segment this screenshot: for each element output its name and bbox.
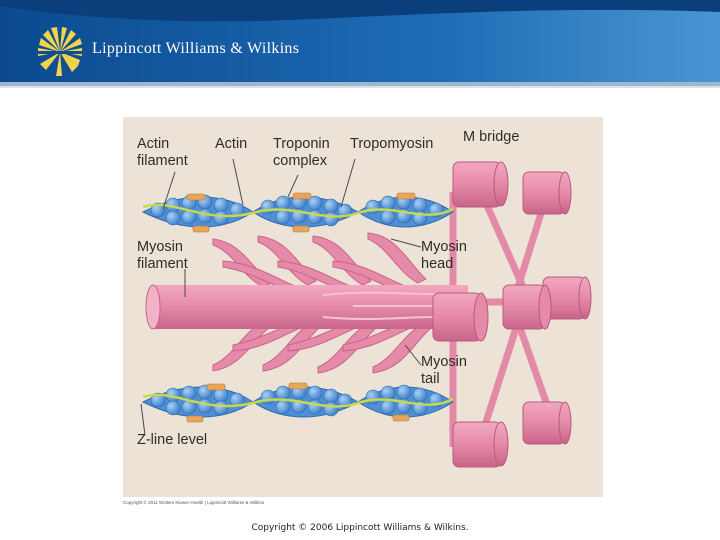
header-banner: Lippincott Williams & Wilkins bbox=[0, 0, 720, 90]
label-leader-lines bbox=[140, 158, 422, 436]
footer-copyright: Copyright © 2006 Lippincott Williams & W… bbox=[251, 523, 469, 533]
label-actin: Actin bbox=[215, 136, 248, 152]
label-z-line-level: Z-line level bbox=[137, 432, 208, 448]
actin-filament-lower bbox=[141, 382, 454, 423]
label-myosin-head: Myosin head bbox=[421, 239, 467, 272]
header-band-shape bbox=[0, 0, 720, 88]
label-troponin-complex: Troponin complex bbox=[273, 136, 330, 169]
sarcomere-diagram: Actin filament Actin Troponin complex Tr… bbox=[123, 117, 603, 497]
myosin-heads-upper bbox=[212, 232, 427, 293]
sunburst-logo-icon bbox=[36, 27, 84, 76]
label-actin-filament: Actin filament bbox=[137, 136, 188, 169]
sarcomere-illustration bbox=[140, 158, 592, 468]
image-copyright: Copyright © 2011 Wolters Kluwer Health |… bbox=[123, 500, 265, 505]
label-myosin-filament: Myosin filament bbox=[137, 239, 188, 272]
label-myosin-tail: Myosin tail bbox=[421, 354, 467, 387]
actin-filament-upper bbox=[141, 192, 454, 233]
publisher-name: Lippincott Williams & Wilkins bbox=[92, 40, 300, 57]
label-m-bridge: M bridge bbox=[463, 129, 520, 145]
m-bridge-drums bbox=[452, 161, 592, 468]
myosin-filament-rod bbox=[145, 284, 552, 342]
label-tropomyosin: Tropomyosin bbox=[350, 136, 434, 152]
